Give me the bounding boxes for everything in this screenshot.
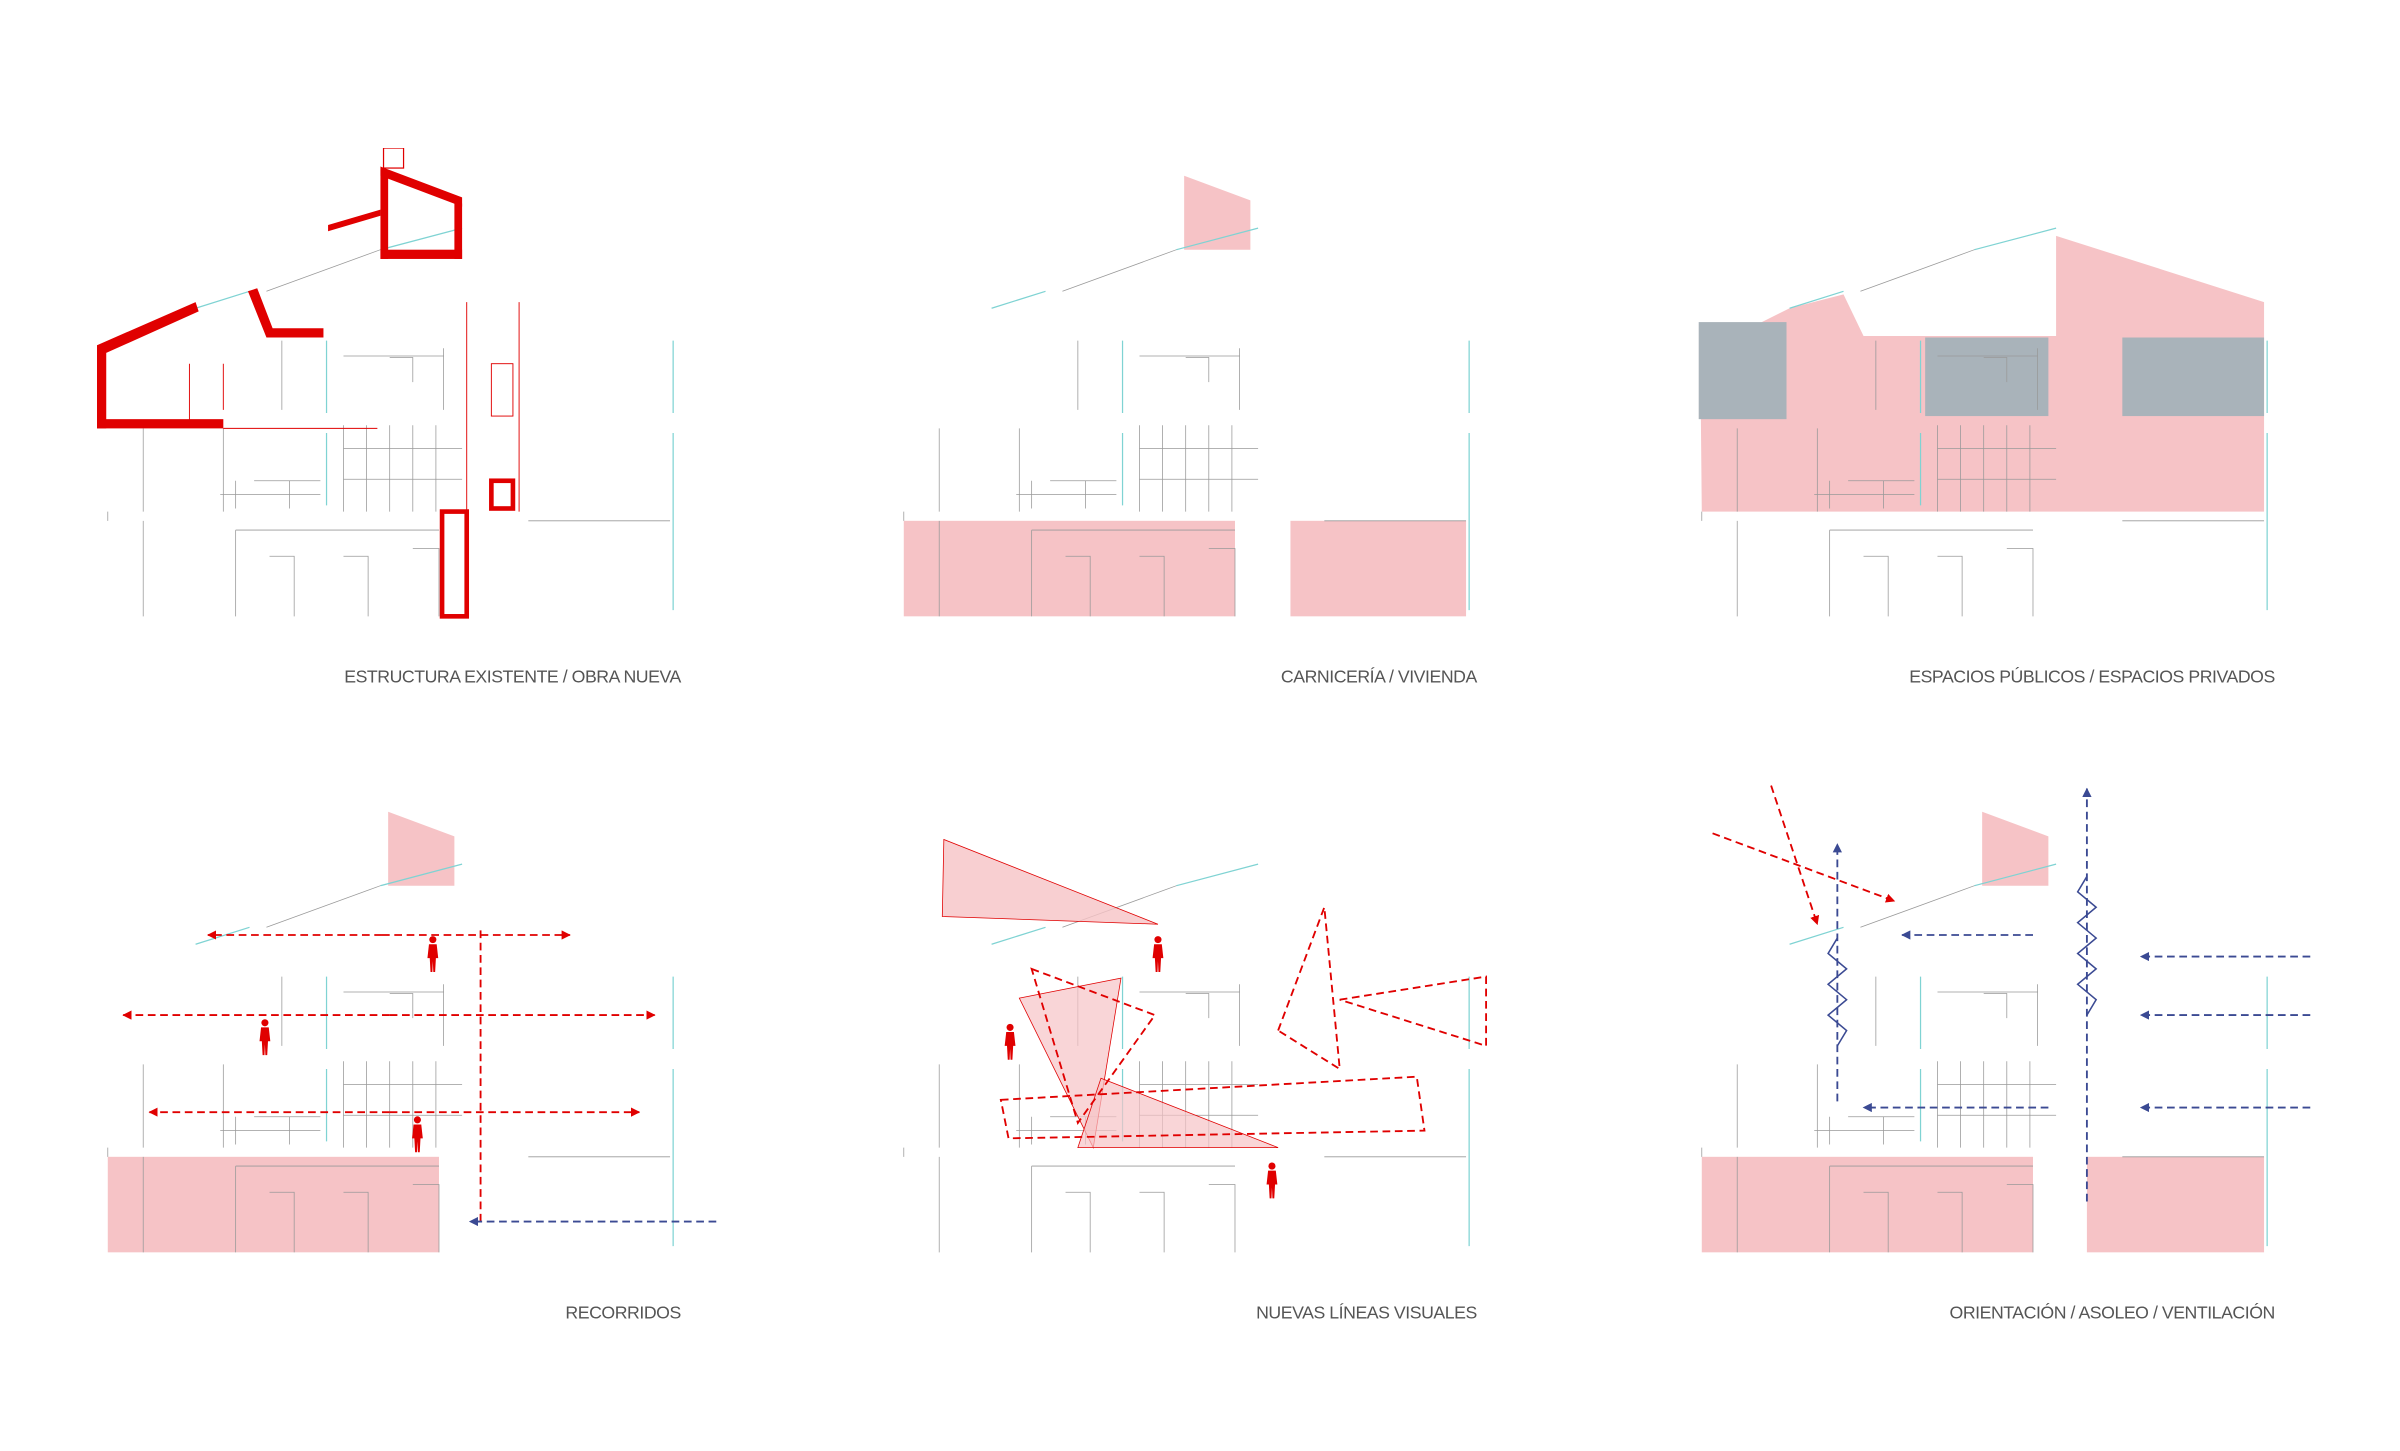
roof-glass-line [266,249,381,292]
public-spaces [1698,235,2265,512]
interior-lines [1701,340,2265,617]
airflow-zigzag [1826,937,1848,1047]
interior-lines [107,340,671,617]
section-structure [1701,863,2268,1253]
section-drawing [903,227,1470,617]
panel-visual-lines: NUEVAS LÍNEAS VISUALES [893,784,1540,1334]
roof-glass-line [1062,249,1177,292]
private-room [1925,337,2049,417]
panel-label: RECORRIDOS [565,1303,680,1323]
roof-glass-line [1860,885,1975,928]
airflow-zigzag [2076,876,2098,1016]
roof-glass-line [1860,249,1975,292]
glazing [1789,863,2268,1247]
roof-glass-line [266,885,381,928]
panel-label: CARNICERÍA / VIVIENDA [1281,667,1478,687]
interior-lines [903,340,1467,617]
person-icon [1266,1162,1278,1199]
panel-circulation: RECORRIDOS [97,784,744,1334]
section-drawing [107,227,674,617]
section-drawing [107,863,674,1253]
butcher-area [903,175,1467,617]
panel-butcher-housing: CARNICERÍA / VIVIENDA [893,148,1540,698]
person-icon [412,1116,423,1153]
section-structure [903,863,1470,1253]
section-drawing [1701,227,2268,617]
interior-lines [107,976,671,1253]
glazing [1789,227,2268,611]
section-drawing [1701,863,2268,1253]
new-work-overlay [97,148,520,619]
panel-public-private: ESPACIOS PÚBLICOS / ESPACIOS PRIVADOS [1691,148,2338,698]
person-icon [1004,1023,1016,1060]
glazing [195,863,674,1247]
panel-label: NUEVAS LÍNEAS VISUALES [1256,1303,1477,1323]
panel-label: ORIENTACIÓN / ASOLEO / VENTILACIÓN [1950,1302,2275,1323]
glazing [195,227,674,611]
sun-and-ventilation [1712,785,2311,1202]
section-drawing [903,863,1470,1253]
sight-lines [941,838,1488,1199]
section-structure [903,227,1470,617]
panel-label: ESTRUCTURA EXISTENTE / OBRA NUEVA [344,667,681,687]
glazing [991,227,1470,611]
interior-lines [1701,976,2265,1253]
person-icon [1152,936,1164,972]
panel-structure: ESTRUCTURA EXISTENTE / OBRA NUEVA [97,148,744,698]
person-icon [427,936,439,972]
person-icon [259,1019,271,1056]
section-structure [107,863,674,1253]
private-room [2122,337,2265,417]
panel-label: ESPACIOS PÚBLICOS / ESPACIOS PRIVADOS [1909,666,2275,687]
panel-orientation: ORIENTACIÓN / ASOLEO / VENTILACIÓN [1691,784,2338,1334]
section-structure [1701,227,2268,617]
circulation-arrows [122,930,717,1227]
private-room [1698,322,1787,420]
section-structure [107,227,674,617]
